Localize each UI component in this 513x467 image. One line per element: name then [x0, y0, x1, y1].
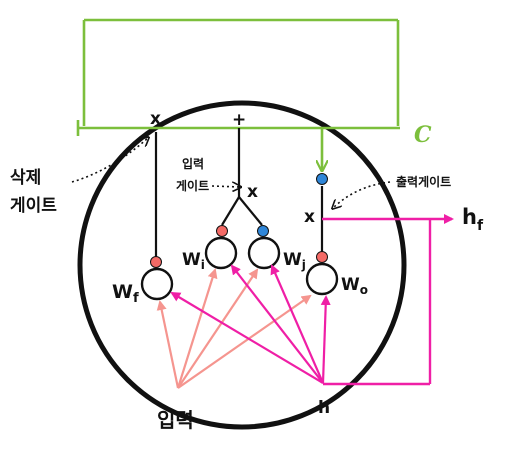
cell-add-operator: +	[232, 110, 246, 130]
output-hf-label: hf	[462, 205, 484, 234]
weight-node-output	[305, 262, 339, 296]
forget-multiply-operator: x	[150, 109, 161, 129]
cell-state-label: C	[414, 122, 432, 148]
weight-label-input-j: Wj	[283, 250, 306, 272]
input-gate-i-dot	[216, 225, 228, 237]
input-multiply-operator: x	[247, 182, 258, 202]
weight-node-forget	[140, 267, 174, 301]
input-gate-label-line2: 게이트	[176, 178, 209, 193]
input-gate-label-line1: 입력	[182, 157, 204, 171]
forget-gate-label-line2: 게이트	[10, 196, 57, 216]
cell-output-dot	[316, 173, 328, 185]
hidden-input-label: h	[318, 398, 330, 418]
forget-gate-label-line1: 삭제	[10, 168, 41, 188]
weight-label-input-i: Wi	[182, 250, 205, 272]
forget-gate-dot	[150, 256, 162, 268]
output-multiply-operator: x	[304, 207, 315, 227]
weight-label-output: Wo	[341, 275, 368, 297]
weight-label-forget: Wf	[112, 281, 139, 306]
output-gate-dot	[316, 251, 328, 263]
input-label: 입력	[157, 408, 194, 432]
input-gate-j-dot	[257, 225, 269, 237]
lstm-cell-boundary	[77, 100, 407, 430]
weight-node-input-i	[204, 236, 238, 270]
hidden-flows	[170, 264, 331, 384]
output-gate-label: 출력게이트	[396, 174, 451, 189]
weight-node-input-j	[247, 236, 281, 270]
input-flows	[156, 268, 312, 389]
annotation-arrows	[71, 138, 391, 208]
output-path	[322, 214, 454, 386]
